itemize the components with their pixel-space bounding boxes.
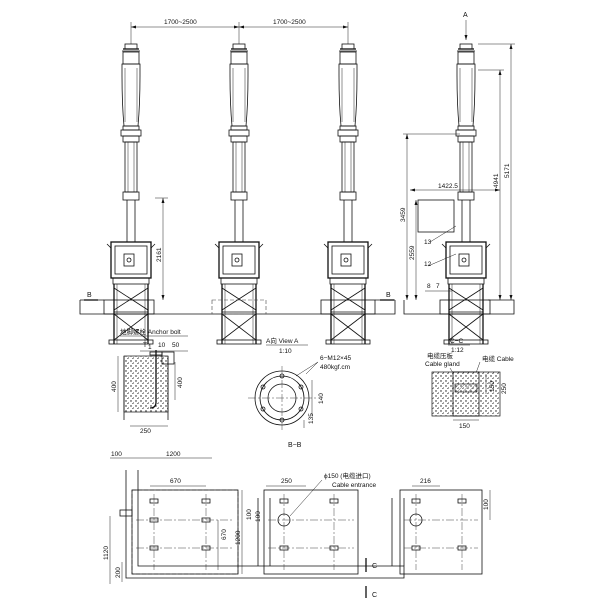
dim-5171: 5171 [504,163,511,178]
cable-entrance-en: Cable entrance [332,482,376,489]
anchor-top-mark-t: T [143,342,147,349]
pole-unit-2 [214,43,264,345]
dim-3459: 3459 [400,207,407,222]
pole-unit-1 [106,43,156,345]
section-bb-title: B−B [288,442,302,449]
section-mark-b-left: B [87,292,92,299]
cable-entrance-cn: ϕ150 (电缆进口) [324,471,371,480]
bb-dim-100-mid: 100 [255,511,262,522]
spacing-dim-left: 1700~2500 [164,19,197,26]
width-dim-1422: 1422.5 [438,183,458,190]
view-a-bolt-note: 6−M12×45 [320,355,351,362]
view-a-scale: 1:10 [279,348,292,355]
anchor-dim-50: 50 [172,342,180,349]
section-mark-c-lower: C [372,592,377,599]
cc-dim-150-bottom: 150 [459,423,470,430]
section-mark-c-upper: C [372,563,377,570]
bb-dim-1200-v: 1200 [235,530,242,545]
height-dim-2161: 2161 [156,247,163,262]
front-elevation: 1700~2500 1700~2500 2161 B B [79,19,396,345]
bb-dim-670: 670 [170,478,181,485]
section-cc-detail: C−C 1:12 电缆压板 Cable gland 电缆 Cable 150 2… [425,338,514,430]
view-a-title: A向 View A [266,336,299,345]
anchor-dim-10: 10 [158,342,166,349]
bb-dim-1200: 1200 [166,451,181,458]
anchor-dim-400-left: 400 [111,381,118,392]
item-label-13: 13 [424,239,432,246]
cable-gland-label-en: Cable gland [425,361,460,368]
view-a-detail: A向 View A 1:10 6−M12×45 480kgf.cm 140 13… [248,336,351,430]
cc-dim-150: 150 [489,381,496,392]
item-label-8: 8 [427,283,431,290]
section-cc-scale: 1:12 [451,347,464,354]
bb-dim-100-right: 100 [483,499,490,510]
dim-4941: 4941 [493,173,500,188]
cable-gland-label-cn: 电缆压板 [427,351,454,360]
cable-label: 电缆 Cable [482,354,514,363]
bb-dim-1120: 1120 [103,546,110,560]
view-a-dim-135: 135 [308,413,315,424]
item-label-7: 7 [436,283,440,290]
item-label-12: 12 [424,261,432,268]
anchor-dim-250: 250 [140,428,151,435]
cc-dim-250: 250 [501,383,508,394]
section-bb-plan: B−B 100 1200 670 670 1200 100 1120 200 [103,442,491,599]
pole-unit-3 [323,43,373,345]
side-view: A 1422.5 3459 2559 4941 5171 13 12 8 7 [400,12,515,345]
view-a-torque-note: 480kgf.cm [320,364,350,371]
spacing-dim-right: 1700~2500 [273,19,306,26]
view-a-mark: A [463,12,468,19]
anchor-dim-400-right: 400 [177,377,184,388]
bb-dim-216: 216 [420,478,431,485]
side-pole [441,43,491,345]
anchor-bolt-title: 地脚螺栓 Anchor bolt [120,327,181,336]
section-cc-title: C−C [450,338,463,345]
anchor-bolt-detail: 地脚螺栓 Anchor bolt T 1 10 50 400 400 250 [111,327,188,435]
anchor-top-mark-1: 1 [148,344,152,351]
view-a-dim-140: 140 [318,393,325,404]
bb-dim-200: 200 [115,567,122,578]
dim-2559: 2559 [409,245,416,260]
bb-dim-670-v: 670 [221,529,228,540]
bb-dim-100-v: 100 [246,509,253,520]
bb-dim-100: 100 [111,451,122,458]
section-mark-b-right: B [386,292,391,299]
bb-dim-250: 250 [281,478,292,485]
